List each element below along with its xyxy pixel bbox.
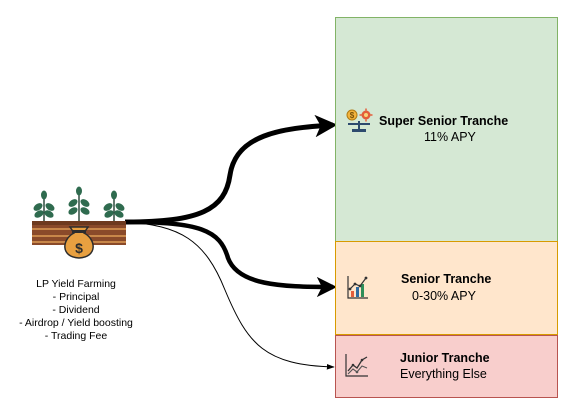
- source-description: LP Yield Farming - Principal - Dividend …: [6, 278, 146, 343]
- junior-tranche-box: Junior Tranche Everything Else: [335, 335, 558, 398]
- source-item-trading-fee: - Trading Fee: [44, 330, 108, 342]
- coins-balance-icon: $: [346, 108, 373, 132]
- farm-money-bag-icon: $: [32, 186, 126, 259]
- svg-text:$: $: [350, 111, 355, 120]
- senior-tranche-box: Senior Tranche 0-30% APY: [335, 241, 558, 335]
- arrow-to-senior: [124, 219, 338, 298]
- bar-chart-icon: [347, 276, 368, 299]
- junior-title: Junior Tranche: [400, 351, 490, 365]
- super-senior-tranche-box: $ Super Senior Tranche 11% APY: [335, 17, 558, 242]
- svg-text:$: $: [75, 240, 83, 256]
- super-senior-title: Super Senior Tranche: [379, 114, 509, 128]
- source-item-airdrop: - Airdrop / Yield boosting: [19, 317, 133, 329]
- arrow-to-super-senior: [124, 114, 338, 225]
- source-item-dividend: - Dividend: [52, 304, 100, 316]
- senior-apy: 0-30% APY: [412, 289, 476, 303]
- line-chart-icon: [345, 354, 368, 377]
- arrow-to-junior: [124, 221, 335, 370]
- senior-title: Senior Tranche: [401, 272, 492, 286]
- super-senior-apy: 11% APY: [424, 130, 476, 144]
- junior-subtitle: Everything Else: [400, 367, 487, 381]
- source-item-principal: - Principal: [52, 291, 100, 303]
- source-title: LP Yield Farming: [36, 278, 116, 290]
